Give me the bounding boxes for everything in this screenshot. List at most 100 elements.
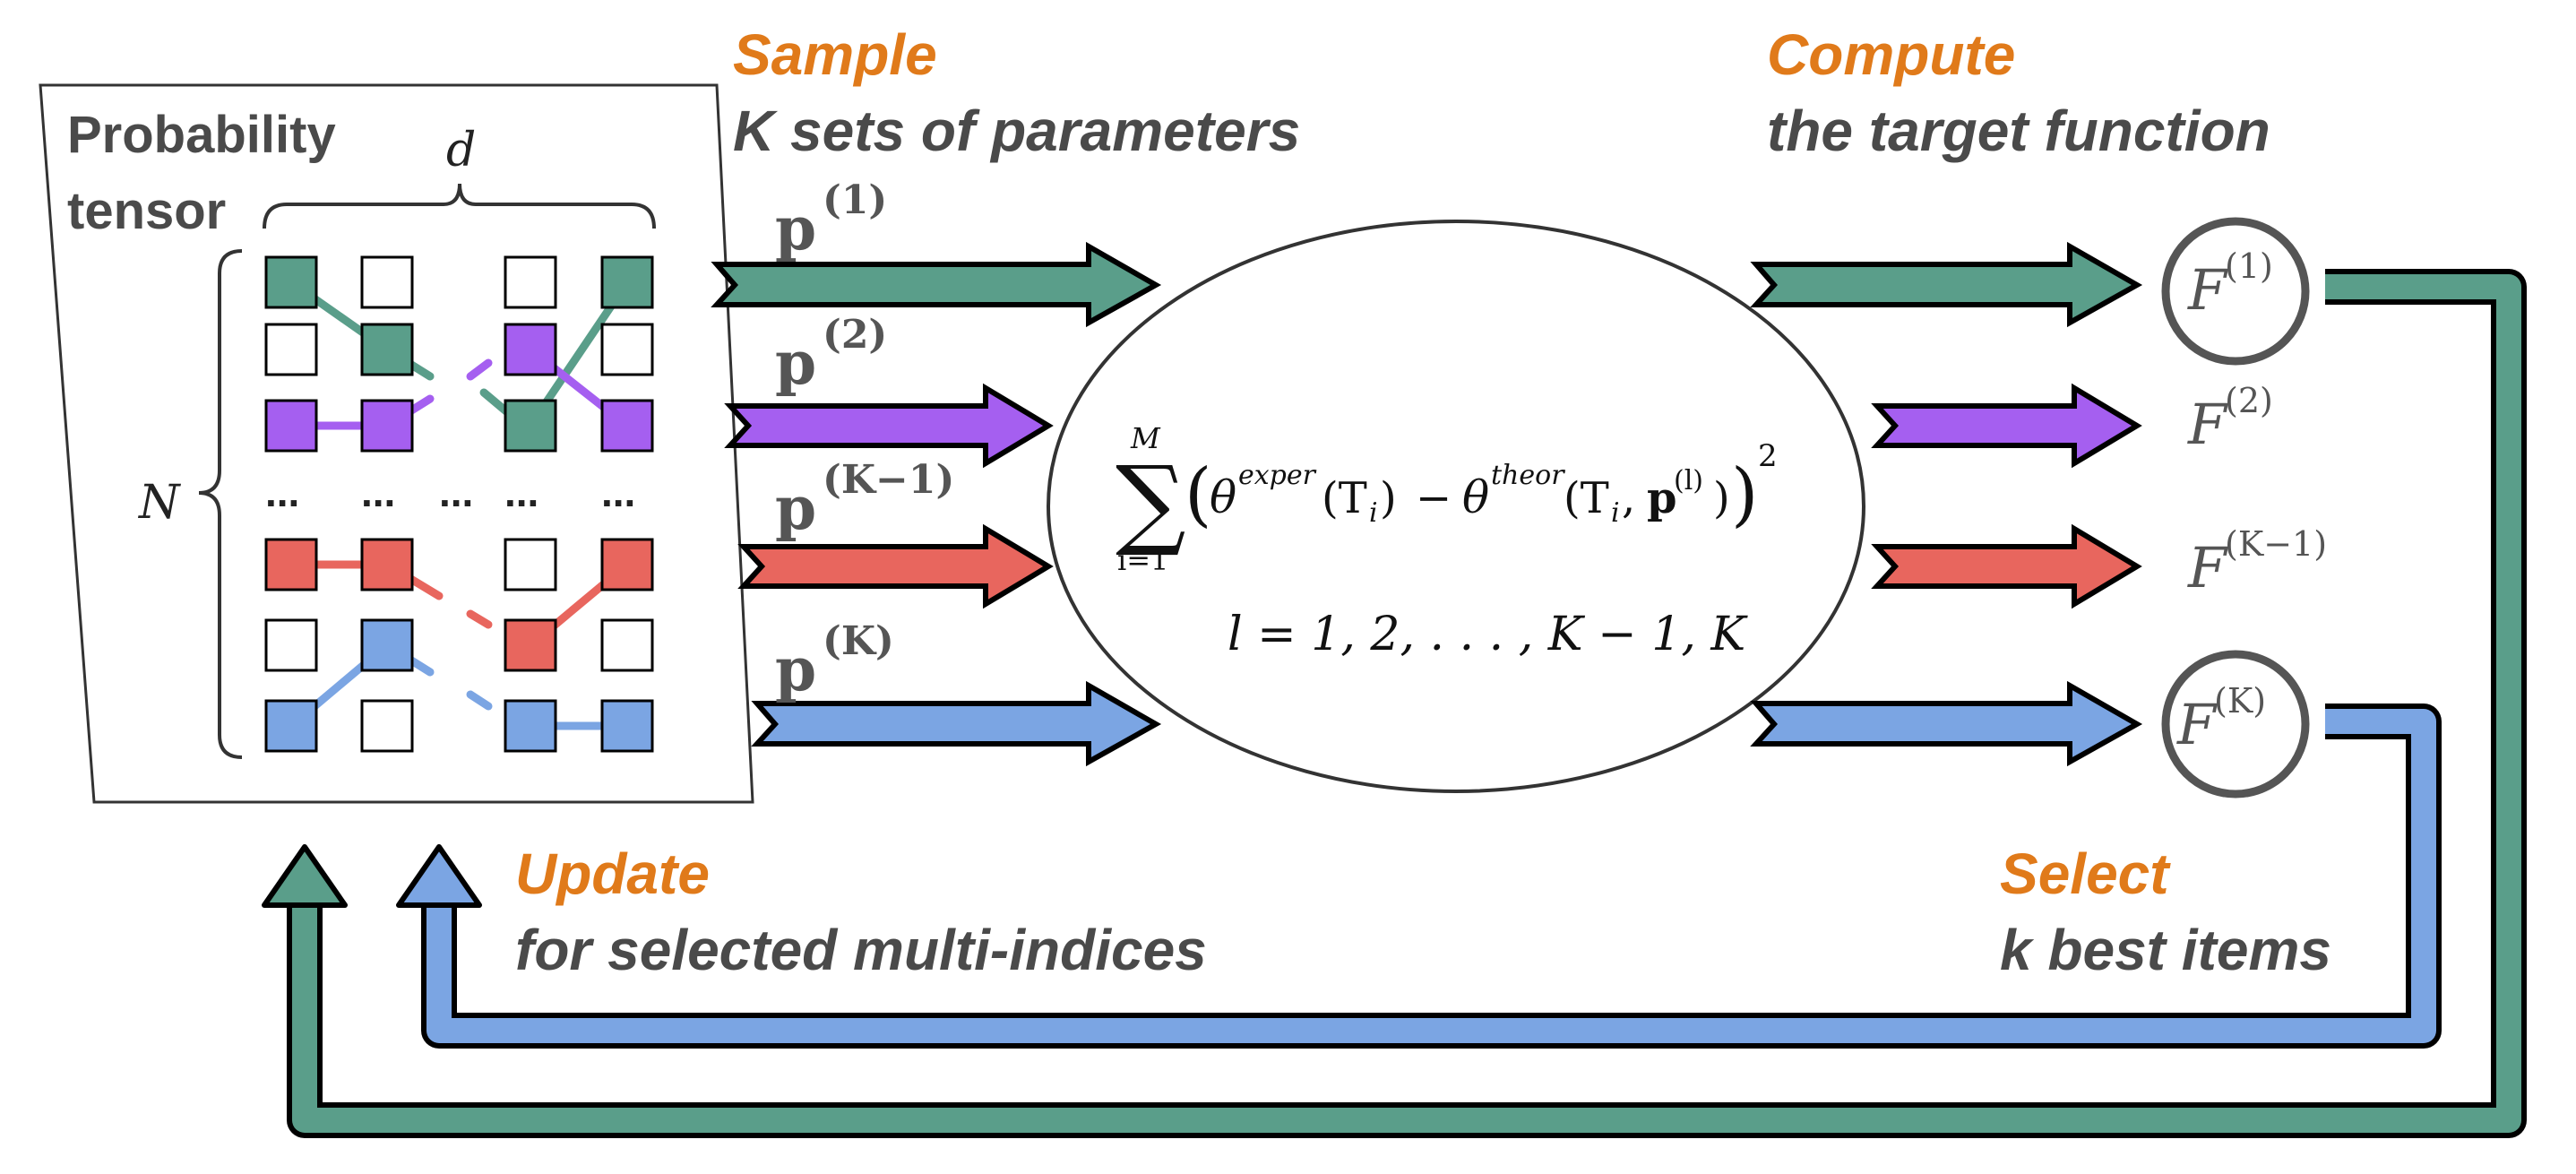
svg-text:(T: (T (1322, 473, 1367, 523)
tensor-title-line2: tensor (67, 182, 226, 240)
tensor-cell (360, 538, 414, 591)
svg-text:p: p (1647, 473, 1677, 523)
tensor-cell (504, 618, 557, 672)
ellipsis: ... (601, 469, 635, 515)
selected-output-circle-K (2161, 650, 2310, 798)
output-label-2: F (2) (2187, 381, 2273, 457)
param-label-K: p (K) (775, 618, 894, 704)
tensor-cell (264, 699, 318, 753)
tensor-cell (360, 618, 414, 672)
svg-text:F: F (2187, 535, 2228, 600)
svg-text:∑: ∑ (1116, 445, 1186, 559)
param-arrow-2 (724, 383, 1054, 469)
svg-text:F: F (2187, 392, 2228, 457)
tensor-cell (360, 323, 414, 376)
select-text: k best items (2000, 918, 2331, 982)
target-function-ellipse (1047, 220, 1865, 793)
tensor-cell (600, 538, 654, 591)
tensor-cell (600, 699, 654, 753)
svg-text:2: 2 (1758, 438, 1778, 474)
brace-d (263, 183, 656, 229)
svg-text:F: F (2187, 257, 2228, 323)
output-arrow-1 (1750, 241, 2143, 328)
ellipsis: ... (265, 469, 299, 515)
svg-text:l = 1, 2, . . . , K − 1, K: l = 1, 2, . . . , K − 1, K (1228, 608, 1748, 661)
svg-text:): ) (1713, 473, 1730, 523)
param-arrow-1 (711, 241, 1162, 328)
output-arrow-2 (1871, 383, 2142, 469)
ellipsis: ... (361, 469, 395, 515)
tensor-cell (600, 255, 654, 309)
output-label-1: F (1) (2187, 246, 2273, 323)
dimension-N-label: N (137, 476, 181, 530)
output-arrow-K-1 (1871, 523, 2142, 609)
svg-text:(T: (T (1564, 473, 1609, 523)
selected-output-circle-1 (2161, 217, 2310, 366)
output-label-K-1: F (K−1) (2187, 524, 2327, 600)
output-arrow-K (1750, 680, 2143, 767)
select-verb: Select (2000, 842, 2171, 906)
svg-text:(2): (2) (823, 312, 887, 358)
tensor-cells (264, 255, 654, 753)
svg-text:p: p (775, 473, 816, 543)
dimension-d-label: d (446, 124, 476, 177)
svg-text:(: ( (1185, 454, 1211, 535)
svg-text:(1): (1) (823, 177, 887, 223)
tensor-cell (360, 699, 414, 753)
svg-text:(2): (2) (2225, 381, 2273, 420)
param-arrow-K (751, 680, 1162, 767)
update-verb: Update (515, 842, 710, 906)
svg-text:i: i (1611, 497, 1620, 529)
svg-text:θ: θ (1210, 471, 1236, 523)
svg-text:(K): (K) (2214, 681, 2266, 721)
tensor-cell (264, 255, 318, 309)
svg-text:θ: θ (1462, 471, 1489, 523)
tensor-cell (600, 618, 654, 672)
tensor-cell (504, 399, 557, 453)
tensor-cell (264, 538, 318, 591)
svg-text:): ) (1731, 454, 1758, 535)
svg-text:(l): (l) (1674, 465, 1703, 496)
svg-text:−: − (1416, 473, 1452, 523)
compute-text: the target function (1767, 99, 2270, 163)
svg-text:M: M (1130, 421, 1161, 455)
tensor-cell (504, 699, 557, 753)
feedback-loop-blue (396, 704, 2442, 1049)
tensor-cell (600, 323, 654, 376)
svg-text:i=1: i=1 (1117, 543, 1168, 577)
svg-text:(K−1): (K−1) (2225, 524, 2327, 564)
svg-text:p: p (775, 634, 816, 704)
target-function-formula: ∑ M i=1 ( θ exper (T i ) − θ theor (T i … (1116, 421, 1778, 661)
svg-text:i: i (1369, 497, 1378, 529)
compute-verb: Compute (1767, 22, 2015, 87)
tensor-cell (264, 618, 318, 672)
svg-text:(K−1): (K−1) (823, 457, 954, 503)
tensor-cell (264, 323, 318, 376)
svg-text:exper: exper (1238, 460, 1317, 491)
tensor-cell (504, 255, 557, 309)
ellipsis: ... (504, 469, 538, 515)
output-label-K: F (K) (2176, 681, 2266, 757)
tensor-ellipsis-row: ... ... ... ... ... (265, 469, 635, 515)
svg-text:F: F (2176, 692, 2218, 757)
param-label-1: p (1) (775, 177, 887, 263)
sample-verb: Sample (733, 22, 937, 87)
param-label-2: p (2) (775, 312, 887, 398)
tensor-cell (360, 399, 414, 453)
brace-N (198, 249, 243, 759)
svg-text:,: , (1622, 473, 1635, 523)
tensor-cell (360, 255, 414, 309)
svg-text:(1): (1) (2225, 246, 2273, 286)
param-label-K-1: p (K−1) (775, 457, 954, 543)
svg-text:p: p (775, 328, 816, 398)
tensor-title-line1: Probability (67, 106, 336, 164)
svg-text:theor: theor (1491, 460, 1565, 491)
ellipsis: ... (439, 469, 473, 515)
param-arrow-K-1 (737, 523, 1054, 609)
update-text: for selected multi-indices (515, 918, 1207, 982)
feedback-loop-teal (262, 269, 2527, 1138)
tensor-cell (600, 399, 654, 453)
tensor-cell (504, 538, 557, 591)
tensor-cell (264, 399, 318, 453)
